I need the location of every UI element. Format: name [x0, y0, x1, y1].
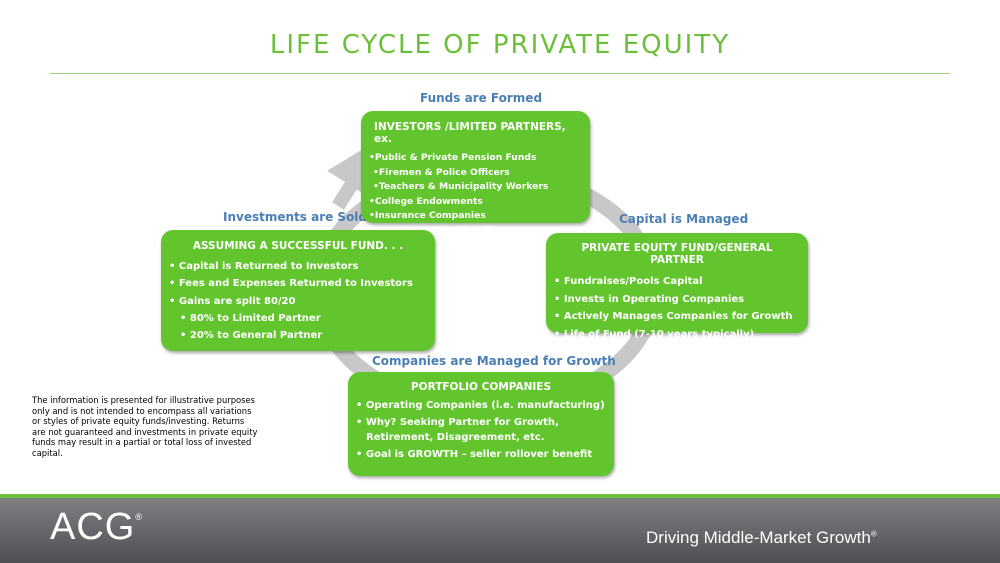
- disclaimer-text: The information is presented for illustr…: [32, 395, 258, 458]
- list-item: • Fees and Expenses Returned to Investor…: [169, 278, 413, 290]
- list-item: • Actively Manages Companies for Growth: [554, 311, 793, 322]
- list-item: •Firemen & Police Officers: [373, 166, 510, 178]
- slide-title: LIFE CYCLE OF PRIVATE EQUITY: [269, 30, 731, 60]
- logo-text: ACG: [50, 506, 136, 548]
- acg-logo: ACG®: [50, 506, 143, 549]
- investors-heading: INVESTORS /LIMITED PARTNERS, ex.: [374, 121, 566, 145]
- tagline-text: Driving Middle-Market Growth: [646, 528, 871, 547]
- investors-list: •Public & Private Pension Funds •Firemen…: [369, 151, 582, 239]
- footer-accent-line: [0, 494, 1000, 498]
- list-item: • Capital is Returned to Investors: [169, 261, 359, 272]
- tagline: Driving Middle-Market Growth®: [646, 528, 877, 548]
- investors-box: INVESTORS /LIMITED PARTNERS, ex. •Public…: [361, 111, 590, 236]
- list-item: • Gains are split 80/20: [169, 295, 296, 307]
- stage-label-capital-managed: Capital is Managed: [619, 212, 749, 226]
- successful-fund-box: ASSUMING A SUCCESSFUL FUND. . . • Capita…: [161, 230, 435, 351]
- list-item: • Operating Companies (i.e. manufacturin…: [356, 400, 605, 411]
- logo-registered-mark: ®: [135, 512, 143, 522]
- title-divider: [50, 73, 950, 74]
- list-item: • Fundraises/Pools Capital: [554, 276, 703, 287]
- pe-fund-heading: PRIVATE EQUITY FUND/GENERAL PARTNER: [581, 242, 773, 266]
- list-item: • Invests in Operating Companies: [554, 293, 745, 305]
- list-item: Retirement, Disagreement, etc.: [366, 431, 545, 443]
- list-item: •Public & Private Pension Funds: [369, 152, 537, 163]
- pe-fund-box: PRIVATE EQUITY FUND/GENERAL PARTNER • Fu…: [546, 233, 808, 340]
- portfolio-companies-box: PORTFOLIO COMPANIES • Operating Companie…: [348, 372, 614, 476]
- cycle-arrow-icon: [327, 138, 381, 210]
- successful-fund-heading: ASSUMING A SUCCESSFUL FUND. . .: [192, 240, 404, 252]
- portfolio-heading: PORTFOLIO COMPANIES: [410, 381, 552, 393]
- portfolio-list: • Operating Companies (i.e. manufacturin…: [356, 399, 606, 463]
- list-item: • 80% to Limited Partner: [180, 312, 321, 324]
- list-item: •Teachers & Municipality Workers: [373, 181, 549, 193]
- list-item: •Individuals /Family Offices: [369, 224, 511, 236]
- list-item: • 20% to General Partner: [180, 330, 323, 342]
- list-item: •College Endowments: [369, 195, 483, 207]
- list-item: •Insurance Companies: [369, 210, 486, 222]
- list-item: • Why? Seeking Partner for Growth,: [356, 417, 559, 429]
- tagline-registered-mark: ®: [870, 529, 877, 539]
- pe-fund-list: • Fundraises/Pools Capital • Invests in …: [554, 273, 800, 343]
- list-item: • Goal is GROWTH – seller rollover benef…: [356, 449, 593, 461]
- list-item: • Life of Fund (7-10 years typically): [554, 328, 755, 340]
- stage-label-funds-formed: Funds are Formed: [420, 91, 543, 105]
- stage-label-companies-growth: Companies are Managed for Growth: [372, 354, 616, 368]
- footer-bar: ACG® Driving Middle-Market Growth®: [0, 498, 1000, 563]
- successful-fund-list: • Capital is Returned to Investors • Fee…: [169, 258, 427, 344]
- stage-label-investments-sold: Investments are Sold: [223, 210, 368, 224]
